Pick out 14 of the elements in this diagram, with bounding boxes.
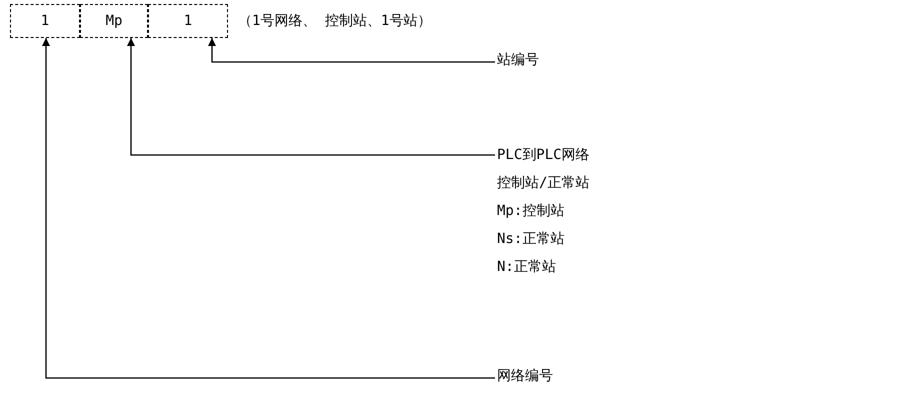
number-field: 1 — [148, 4, 228, 38]
leader-arrow — [127, 38, 495, 156]
number-field: 1 — [10, 4, 80, 38]
leader-arrow — [42, 38, 495, 379]
description-text: Mp:控制站 — [497, 202, 566, 221]
number-field: Mp — [80, 4, 148, 38]
description-text: PLC到PLC网络 — [497, 146, 591, 165]
leader-arrow — [208, 38, 495, 63]
description-text: 控制站/正常站 — [497, 174, 590, 193]
description-text: Ns:正常站 — [497, 230, 566, 249]
note-text: （1号网络、 控制站、1号站） — [238, 12, 432, 30]
description-text: 网络编号 — [497, 366, 577, 386]
description-text: 站编号 — [497, 50, 577, 70]
description-text: N:正常站 — [497, 258, 557, 277]
